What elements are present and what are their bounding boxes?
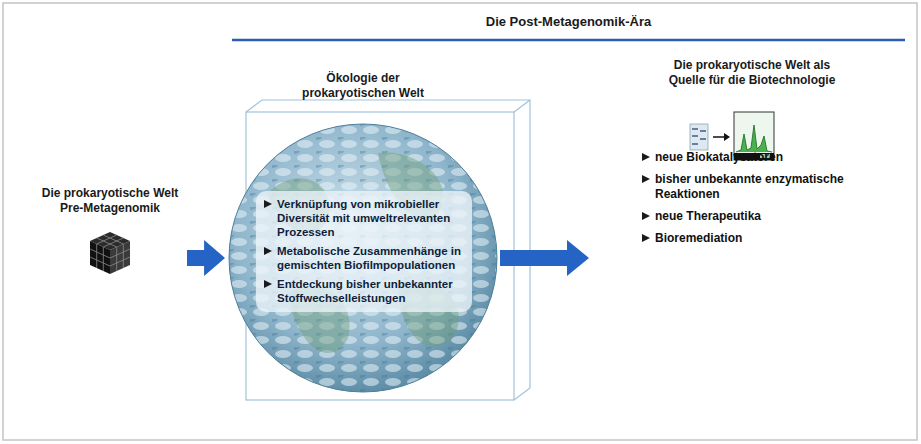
text-group: Die prokaryotische Welt als Quelle für d…: [592, 58, 912, 253]
bullet-list: Verknüpfung von mikrobieller Diversität …: [256, 191, 472, 312]
bullet-item: Entdeckung bisher unbekannter Stoffwechs…: [262, 277, 466, 305]
circle-heading: Ökologie der prokaryotischen Welt: [288, 71, 438, 101]
block-arrow: [500, 240, 589, 276]
bullet-item: Bioremediation: [640, 231, 860, 246]
bullet-list: neue Biokatalysatoren bisher unbekannte e…: [640, 150, 860, 246]
frame: [3, 3, 917, 440]
bullet-item: Metabolische Zusammenhänge in gemischten…: [262, 244, 466, 272]
cube-icon: [90, 232, 130, 274]
title-rule: [232, 39, 905, 42]
bullet-item: bisher unbekannte enzymatische Reaktione…: [640, 172, 860, 202]
text-group: Die prokaryotische Welt Pre-Metagenomik: [35, 186, 185, 282]
bullet-item: neue Therapeutika: [640, 209, 860, 224]
block-arrow: [187, 240, 225, 276]
bullet-item: Verknüpfung von mikrobieller Diversität …: [262, 197, 466, 239]
label-text: Die prokaryotische Welt Pre-Metagenomik: [35, 186, 185, 216]
bullet-item: neue Biokatalysatoren: [640, 150, 860, 165]
diagram-title: Die Post-Metagenomik-Ära: [232, 14, 905, 29]
section-heading: Die prokaryotische Welt als Quelle für d…: [667, 58, 837, 88]
globe-circle: Ökologie der prokaryotischen WeltVerknüp…: [228, 123, 498, 393]
